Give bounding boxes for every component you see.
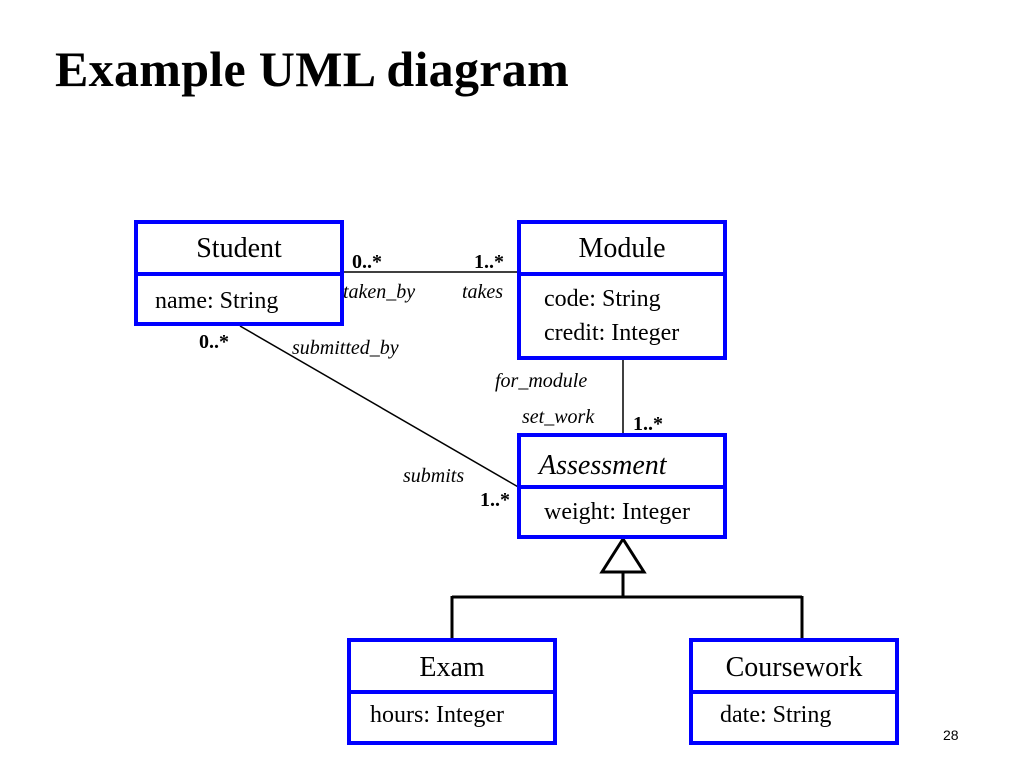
role-submitted-by: submitted_by <box>292 337 399 359</box>
class-attributes: code: String credit: Integer <box>521 276 723 350</box>
class-module[interactable]: Module code: String credit: Integer <box>517 220 727 360</box>
class-assessment[interactable]: Assessment weight: Integer <box>517 433 727 539</box>
multiplicity-module-assessment-assessment-end: 1..* <box>633 413 663 435</box>
multiplicity-student-module-student-end: 0..* <box>352 251 382 273</box>
class-name: Student <box>138 224 340 276</box>
attribute: date: String <box>720 702 832 728</box>
class-name: Module <box>521 224 723 276</box>
role-submits: submits <box>403 465 465 487</box>
class-attributes: weight: Integer <box>521 489 723 529</box>
class-attributes: date: String <box>693 694 895 732</box>
class-exam[interactable]: Exam hours: Integer <box>347 638 557 745</box>
class-attributes: hours: Integer <box>351 694 553 732</box>
attribute: code: String <box>544 286 661 312</box>
multiplicity-student-module-module-end: 1..* <box>474 251 504 273</box>
class-student[interactable]: Student name: String <box>134 220 344 326</box>
class-name: Exam <box>351 642 553 694</box>
class-coursework[interactable]: Coursework date: String <box>689 638 899 745</box>
attribute: weight: Integer <box>544 499 690 525</box>
role-takes: takes <box>462 281 504 303</box>
generalization-arrowhead <box>599 536 647 574</box>
slide-title: Example UML diagram <box>55 41 570 97</box>
attribute: name: String <box>155 288 279 314</box>
class-name: Assessment <box>521 437 723 489</box>
attribute: credit: Integer <box>544 320 680 346</box>
class-name: Coursework <box>693 642 895 694</box>
multiplicity-student-assessment-student-end: 0..* <box>199 331 229 353</box>
role-set-work: set_work <box>522 406 595 428</box>
role-taken-by: taken_by <box>343 281 416 303</box>
attribute: hours: Integer <box>370 702 504 728</box>
multiplicity-student-assessment-assessment-end: 1..* <box>480 489 510 511</box>
association-student-assessment <box>239 325 521 489</box>
role-for-module: for_module <box>495 370 588 392</box>
class-attributes: name: String <box>138 276 340 318</box>
page-number: 28 <box>943 727 959 743</box>
